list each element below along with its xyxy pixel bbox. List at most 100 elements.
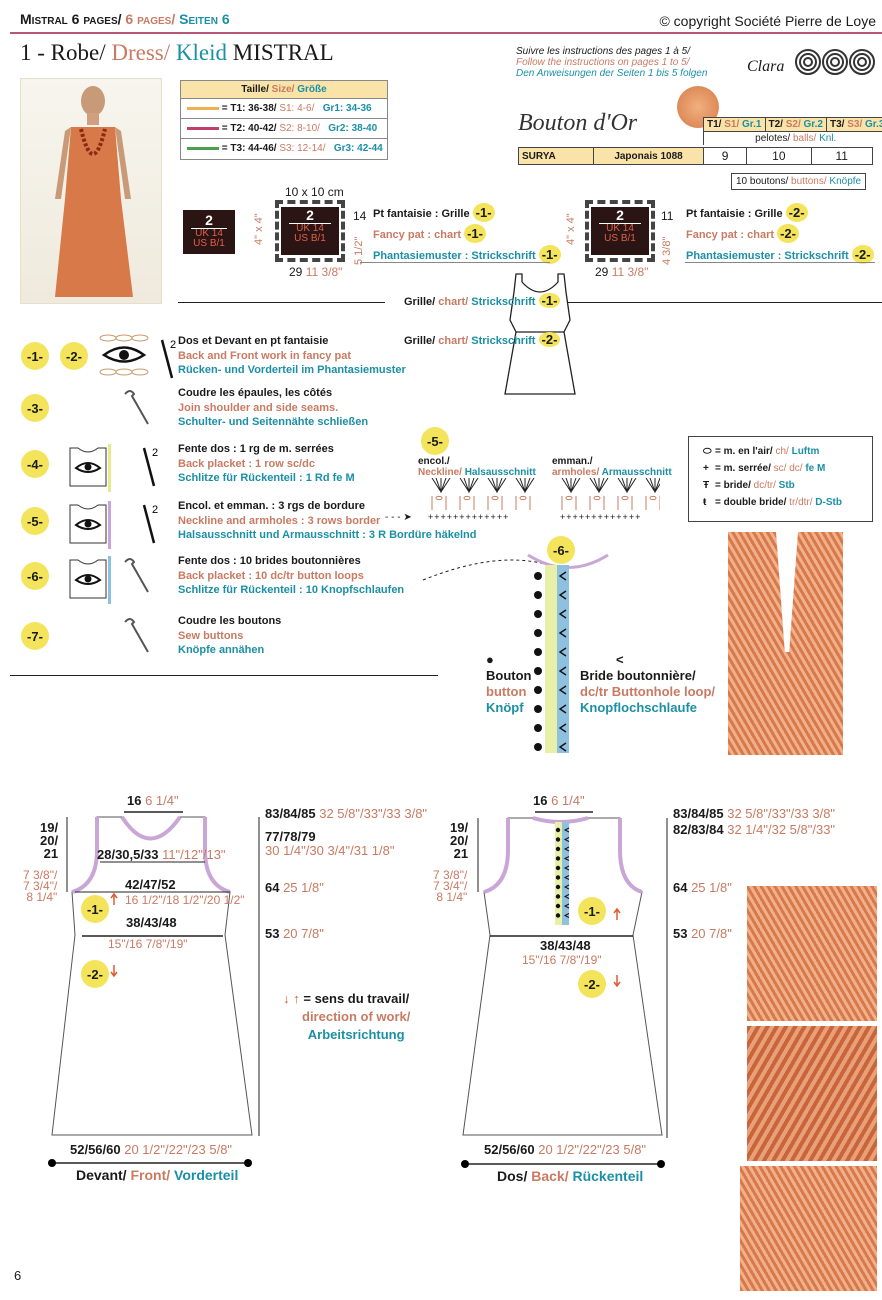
front-bust: 42/47/52 <box>125 877 176 892</box>
front-length-1: 83/84/85 32 5/8"/33"/33 3/8" <box>265 806 428 821</box>
running-header: Mistral 6 pages/ 6 pages/ Seiten 6 <box>20 11 230 27</box>
step-marker-6: -6- <box>547 536 575 564</box>
size-column: T1/ S1/ Gr.1 <box>703 117 766 132</box>
divider <box>685 262 875 263</box>
buttonhole-loop <box>563 856 570 861</box>
crochet-hook-icon: 2 <box>142 504 158 544</box>
buttonhole-loop <box>563 903 570 909</box>
neckline-label: encol./Neckline/ Halsausschnitt <box>418 456 536 478</box>
sc-row: +++++++++++++ <box>560 512 642 522</box>
detail-photo-3 <box>740 1166 877 1291</box>
buttonhole-loop <box>563 827 570 833</box>
sewing-needle-icon <box>120 616 150 661</box>
stitch-symbol-icon: ⬭ <box>703 446 712 457</box>
size-color-swatch <box>187 146 219 150</box>
fan-stitch <box>589 478 609 510</box>
button-dot <box>534 743 542 751</box>
back-waist: 38/43/48 <box>540 938 591 953</box>
button-dot <box>555 913 561 918</box>
chart-label-1: Grille/ chart/ Strickschrift -1- <box>404 293 561 308</box>
follow-instructions: Suivre les instructions des pages 1 à 5/… <box>516 46 708 79</box>
button-dot <box>534 667 542 675</box>
size-table: Taille/ Size/ Größe = T1: 36-38/ S1: 4-6… <box>180 80 388 160</box>
buttonhole-loop <box>563 894 570 899</box>
buttonhole-loop <box>558 685 567 695</box>
back-marker-2: -2- <box>578 970 606 998</box>
front-armhole-in: 7 3/8"/ 7 3/4"/ 8 1/4" <box>23 868 58 904</box>
crochet-hook-icon: 2 <box>160 339 176 379</box>
front-bust-in: 16 1/2"/18 1/2"/20 1/2" <box>125 893 245 907</box>
difficulty-spiral-icons <box>795 49 875 75</box>
buttonhole-loop <box>563 846 570 852</box>
buttonhole-loop <box>558 704 567 714</box>
front-length-4: 53 20 7/8" <box>265 926 324 941</box>
back-schematic <box>461 811 668 1168</box>
back-length-1: 83/84/85 32 5/8"/33"/33 3/8" <box>673 806 836 821</box>
buttonhole-loop <box>558 571 567 581</box>
chart-label-2: Grille/ chart/ Strickschrift -2- <box>404 332 561 347</box>
button-dot <box>534 572 542 580</box>
buttonhole-loop <box>558 609 567 619</box>
button-dot <box>555 865 561 871</box>
sewing-needle-icon <box>120 556 150 601</box>
button-dot <box>534 629 542 637</box>
stitch-legend: ⬭= m. en l'air/ ch/ Luftm+= m. serrée/ s… <box>688 436 873 522</box>
svg-text:2: 2 <box>152 447 158 459</box>
color-bar <box>108 444 111 492</box>
back-hem: 52/56/60 20 1/2"/22"/23 5/8" <box>484 1142 647 1157</box>
buttonhole-loop <box>563 913 570 918</box>
buttonhole-loop <box>558 742 567 752</box>
back-caption: Dos/ Back/ Rückenteil <box>497 1168 644 1184</box>
buttonhole-loop <box>563 884 570 890</box>
placket-photo <box>728 532 843 755</box>
crochet-hook-icon: 2 <box>142 447 158 487</box>
legend-item: Ŧ= bride/ dc/tr/ Stb <box>703 477 872 494</box>
fan-stitch <box>561 478 581 510</box>
header-rule <box>10 32 882 34</box>
button-dot <box>555 827 561 833</box>
buttons-count: 10 boutons/ buttons/ Knöpfe <box>731 173 867 190</box>
detail-photo-1 <box>747 886 877 1021</box>
front-hem: 52/56/60 20 1/2"/22"/23 5/8" <box>70 1142 233 1157</box>
page-number: 6 <box>14 1268 22 1283</box>
buttonhole-loop <box>558 628 567 638</box>
garment-eye-icon <box>69 447 107 487</box>
fan-stitch <box>431 478 451 510</box>
front-shoulder: 28/30,5/33 11"/12"/13" <box>97 847 226 862</box>
armhole-label: emman./armholes/ Armausschnitt <box>552 456 672 478</box>
size-color-swatch <box>187 126 219 130</box>
button-dot <box>534 591 542 599</box>
arrow-icon: - - - ➤ <box>385 512 412 523</box>
brand-logo: Bouton d'Or <box>518 110 638 136</box>
back-waist-in: 15"/16 7/8"/19" <box>522 953 602 967</box>
placket-diagram <box>422 553 609 753</box>
step-marker: -5- <box>21 507 49 535</box>
button-dot <box>555 875 561 880</box>
stitch-symbol-icon: ŧ <box>703 497 707 508</box>
size-column: T2/ S2/ Gr.2 <box>764 117 827 132</box>
sc-row: +++++++++++++ <box>428 512 510 522</box>
size-row: = T1: 36-38/ S1: 4-6/ Gr1: 34-36 <box>181 99 387 119</box>
step-marker: -7- <box>21 622 49 650</box>
buttonhole-loop <box>563 865 570 871</box>
step-marker: -3- <box>21 394 49 422</box>
step-marker: -1- <box>21 342 49 370</box>
button-dot <box>555 894 561 899</box>
page-title: 1 - Robe/ Dress/ Kleid MISTRAL <box>20 40 334 65</box>
size-row: = T2: 40-42/ S2: 8-10/ Gr2: 38-40 <box>181 119 387 139</box>
garment-eye-icon <box>69 559 107 599</box>
step-marker: -4- <box>21 450 49 478</box>
button-dot <box>534 648 542 656</box>
legend-item: ⬭= m. en l'air/ ch/ Luftm <box>703 443 872 460</box>
fan-stitch <box>515 478 535 510</box>
button-dot <box>534 724 542 732</box>
svg-text:2: 2 <box>152 504 158 516</box>
divider <box>178 302 385 303</box>
